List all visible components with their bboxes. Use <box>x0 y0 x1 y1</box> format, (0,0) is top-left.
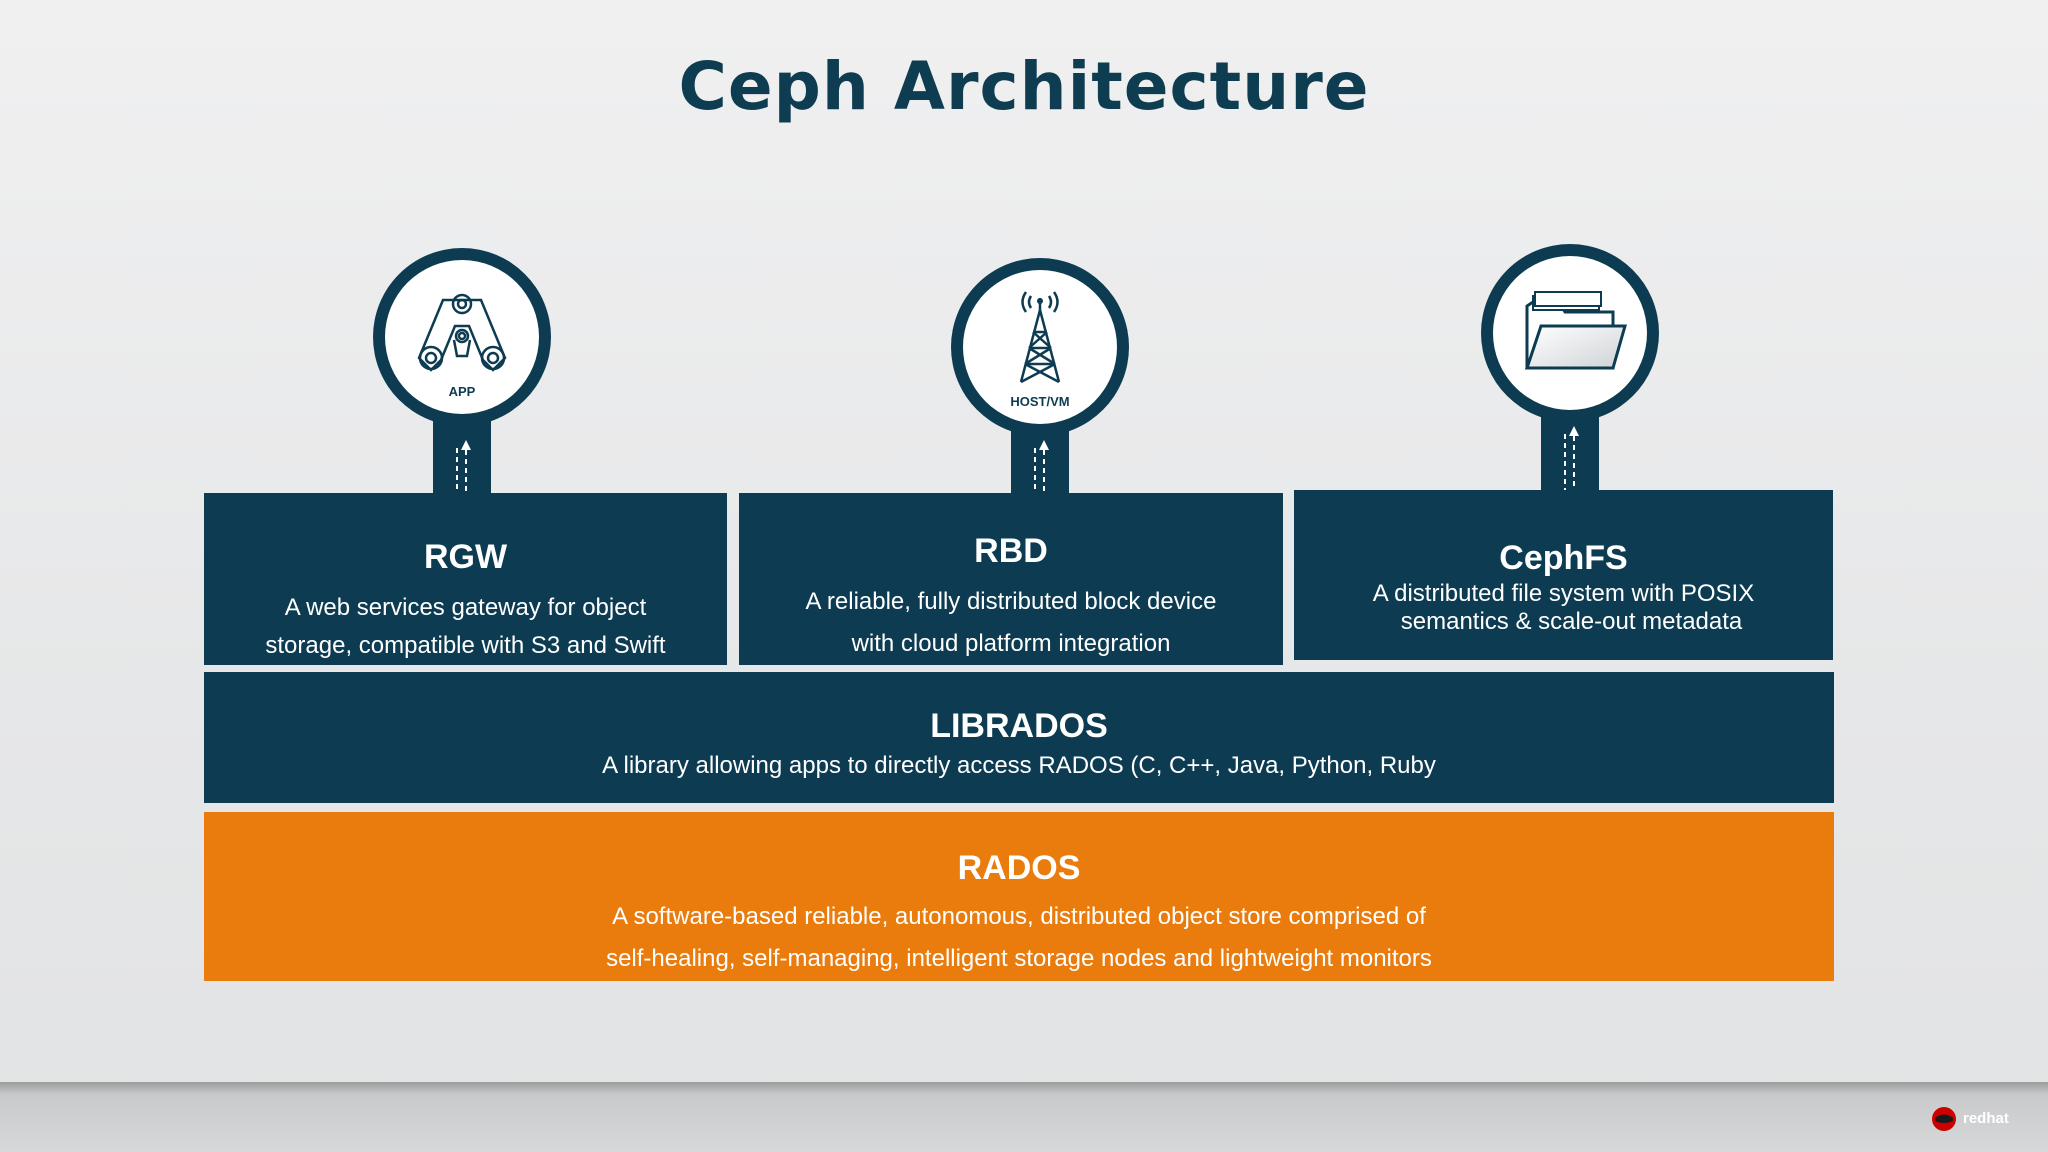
librados-description: A library allowing apps to directly acce… <box>602 752 1436 779</box>
rgw-description-line2: storage, compatible with S3 and Swift <box>265 632 666 659</box>
librados-layer: LIBRADOS A library allowing apps to dire… <box>204 672 1834 803</box>
rados-description-line1: A software-based reliable, autonomous, d… <box>612 903 1426 930</box>
rados-title: RADOS <box>957 849 1081 887</box>
cephfs-title: CephFS <box>1499 539 1628 577</box>
cephfs-icon-circle <box>1481 244 1659 422</box>
redhat-logo-text: redhat <box>1963 1110 2009 1127</box>
rbd-icon-circle: HOST/VM <box>951 258 1129 436</box>
folder-icon <box>1524 291 1627 370</box>
redhat-logo-icon <box>1932 1107 1956 1131</box>
rgw-title: RGW <box>423 538 508 576</box>
rgw-description-line1: A web services gateway for object <box>284 594 647 621</box>
rbd-title: RBD <box>974 532 1048 570</box>
page-title: Ceph Architecture <box>678 48 1370 125</box>
cephfs-layer: CephFS A distributed file system with PO… <box>1294 490 1833 660</box>
footer-band <box>0 1082 2048 1152</box>
cephfs-description-line2: semantics & scale-out metadata <box>1400 608 1743 635</box>
host-vm-tower-icon <box>1019 291 1061 384</box>
app-icon-caption: APP <box>448 384 476 399</box>
rgw-icon-circle: APP <box>373 248 551 426</box>
cephfs-description-line1: A distributed file system with POSIX <box>1372 580 1755 607</box>
host-vm-icon-caption: HOST/VM <box>1010 394 1070 409</box>
rbd-description-line1: A reliable, fully distributed block devi… <box>805 588 1217 615</box>
rbd-layer: RBD A reliable, fully distributed block … <box>739 493 1283 665</box>
app-icon <box>417 293 507 372</box>
rados-description-line2: self-healing, self-managing, intelligent… <box>606 945 1432 972</box>
rados-layer: RADOS A software-based reliable, autonom… <box>204 812 1834 981</box>
librados-title: LIBRADOS <box>930 707 1108 745</box>
rgw-layer: RGW A web services gateway for object st… <box>204 493 727 665</box>
rbd-description-line2: with cloud platform integration <box>851 630 1171 657</box>
